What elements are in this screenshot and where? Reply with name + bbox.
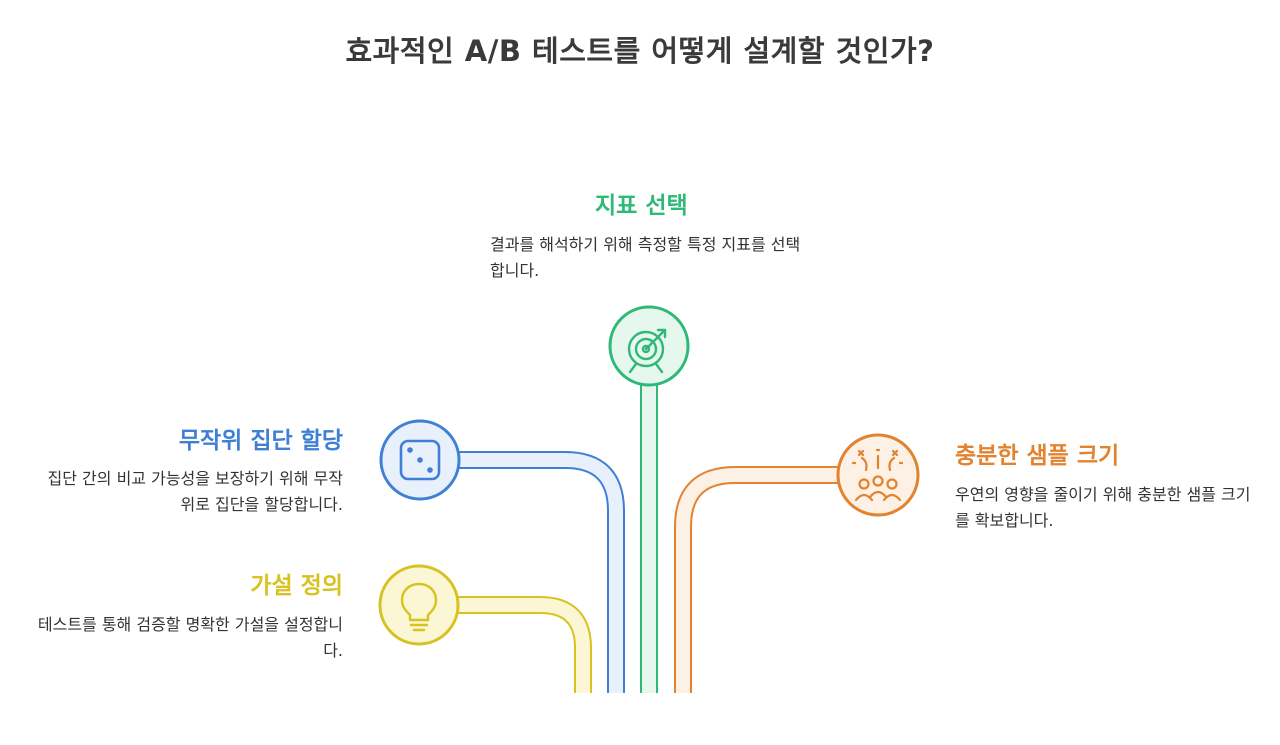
random-heading: 무작위 집단 할당 (178, 428, 343, 454)
hypothesis-pipe (455, 596, 592, 693)
sample-description: 우연의 영향을 줄이기 위해 충분한 샘플 크기를 확보합니다. (955, 485, 1251, 530)
random-node (379, 419, 461, 501)
metric-node (608, 305, 690, 387)
random-description: 집단 간의 비교 가능성을 보장하기 위해 무작위로 집단을 할당합니다. (47, 469, 343, 514)
sample-pipe (674, 466, 840, 693)
hypothesis-heading: 가설 정의 (250, 573, 343, 599)
sample-heading: 충분한 샘플 크기 (955, 443, 1120, 469)
hypothesis-node (378, 564, 460, 646)
people-celebration-icon (851, 448, 904, 502)
metric-heading: 지표 선택 (595, 193, 688, 219)
page-title: 효과적인 A/B 테스트를 어떻게 설계할 것인가? (345, 34, 935, 68)
hypothesis-description: 테스트를 통해 검증할 명확한 가설을 설정합니다. (37, 615, 343, 660)
target-arrow-icon (627, 328, 667, 374)
random-pipe (455, 451, 625, 693)
sample-node (836, 433, 920, 517)
metric-description: 결과를 해석하기 위해 측정할 특정 지표를 선택합니다. (490, 235, 801, 280)
lightbulb-icon (400, 582, 438, 632)
dice-icon (399, 439, 441, 481)
